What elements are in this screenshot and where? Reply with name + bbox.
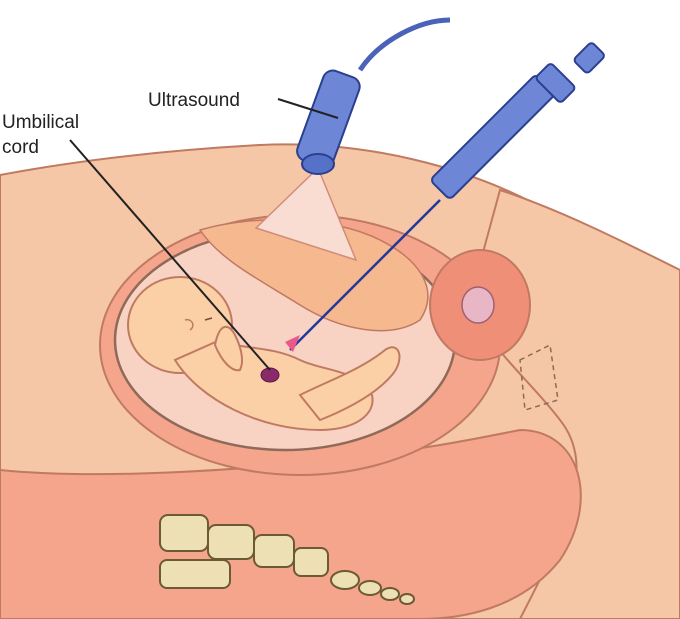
fetus-leg	[298, 346, 401, 422]
syringe	[431, 42, 605, 199]
needle-tip-highlight	[285, 335, 300, 352]
vertebra	[399, 593, 415, 605]
vertebra	[380, 587, 400, 601]
syringe-barrel	[431, 75, 555, 199]
umbilical-label-line1: Umbilical	[2, 112, 79, 133]
fetus	[127, 276, 401, 432]
umbilical-label-line2: cord	[2, 137, 39, 158]
vertebra	[159, 514, 209, 552]
vertebra	[207, 524, 255, 560]
fetus-ear	[184, 318, 194, 331]
fetus-arm	[213, 325, 244, 372]
vertebra	[159, 559, 231, 589]
ultrasound-probe	[296, 17, 451, 175]
umbilical-cord-attachment	[260, 367, 280, 383]
syringe-cap	[573, 42, 605, 74]
probe-cable	[357, 17, 451, 72]
cervix-dashed	[519, 343, 559, 411]
vertebra	[293, 547, 329, 577]
ultrasound-leader-line	[277, 98, 339, 119]
vertebra	[253, 534, 295, 568]
fetus-eye	[204, 317, 213, 321]
pelvic-region	[0, 428, 582, 619]
spine	[159, 514, 415, 605]
syringe-plunger	[535, 63, 576, 103]
vertebra	[330, 570, 360, 590]
ultrasound-label: Ultrasound	[148, 90, 240, 111]
needle	[289, 199, 441, 351]
vertebra	[358, 580, 382, 596]
umbilical-leader-line	[69, 139, 271, 371]
probe-tip	[301, 153, 335, 175]
ultrasound-beam	[254, 166, 358, 262]
nipple	[461, 286, 495, 324]
